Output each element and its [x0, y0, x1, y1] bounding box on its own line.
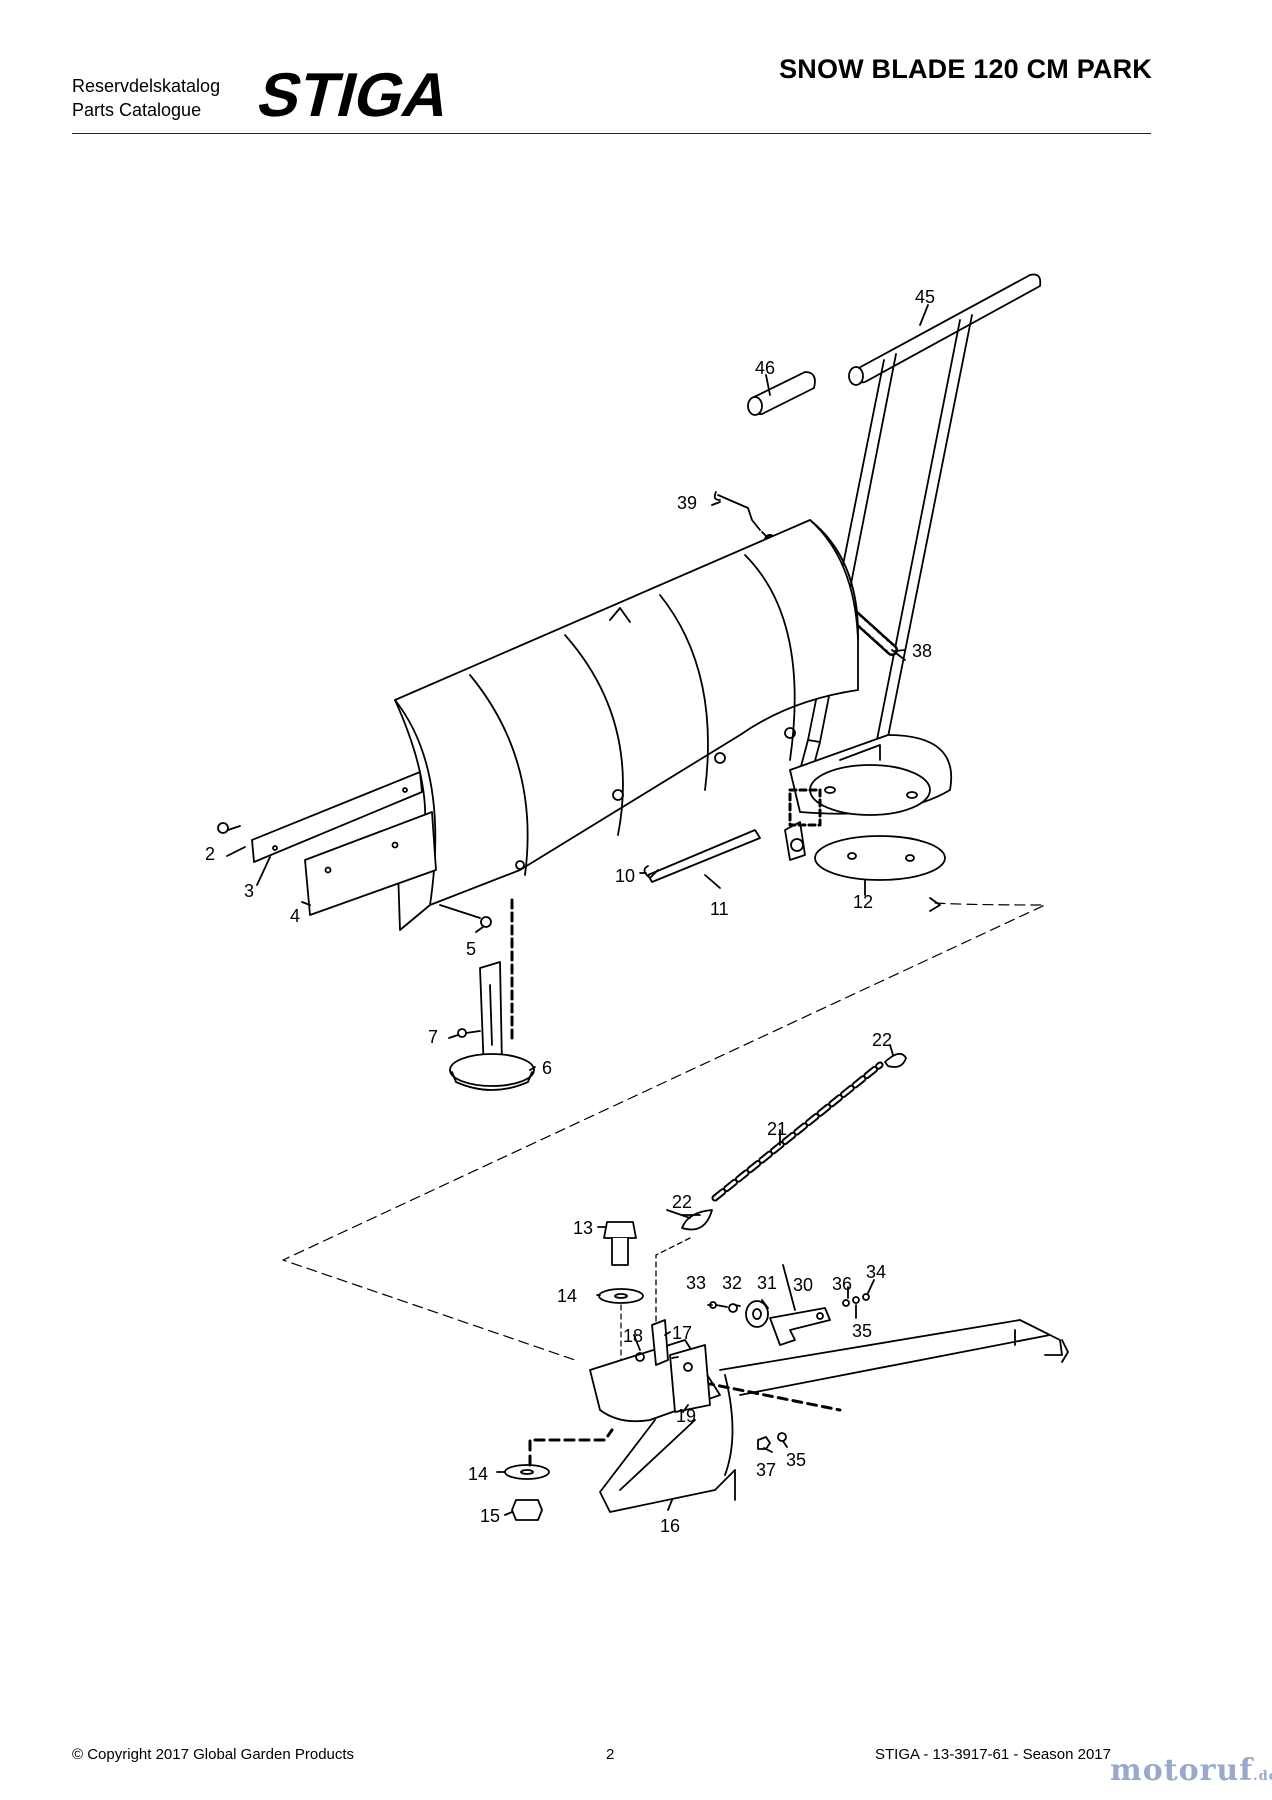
washer-32 — [728, 1303, 738, 1313]
snow-blade — [394, 519, 859, 931]
callout-22-top: 22 — [872, 1030, 892, 1050]
spacer-36 — [842, 1299, 850, 1307]
callout-19: 19 — [676, 1406, 696, 1426]
stiga-logo: STIGA — [254, 62, 458, 124]
callout-46: 46 — [755, 358, 775, 378]
pivot-rod — [647, 829, 761, 883]
callout-2: 2 — [205, 844, 215, 864]
washer-14-top — [598, 1288, 644, 1304]
chain-hook-bottom — [681, 1209, 713, 1231]
callout-4: 4 — [290, 906, 300, 926]
nut-5 — [439, 904, 492, 928]
callout-18: 18 — [623, 1326, 643, 1346]
nut-37 — [757, 1436, 771, 1450]
callout-14-top: 14 — [557, 1286, 577, 1306]
pivot-plate — [784, 734, 953, 881]
callout-10: 10 — [615, 866, 635, 886]
callout-15: 15 — [480, 1506, 500, 1526]
skid-shoe — [449, 961, 535, 1091]
lever-bracket-30 — [769, 1307, 831, 1346]
callout-13: 13 — [573, 1218, 593, 1238]
exploded-parts-diagram: 2 3 4 5 6 7 10 11 12 13 14 14 15 16 17 1… — [205, 273, 1069, 1536]
catalog-label-sv: Reservdelskatalog — [72, 76, 221, 96]
callout-31: 31 — [757, 1273, 777, 1293]
callout-12: 12 — [853, 892, 873, 912]
handle-grip — [747, 371, 816, 416]
callout-39: 39 — [677, 493, 697, 513]
footer-doc-ref: STIGA - 13-3917-61 - Season 2017 — [875, 1746, 1111, 1763]
roller-31 — [745, 1300, 769, 1328]
footer-copyright: © Copyright 2017 Global Garden Products — [72, 1746, 355, 1763]
callout-3: 3 — [244, 881, 254, 901]
header-divider — [72, 133, 1151, 134]
nut-15 — [511, 1499, 543, 1521]
callout-11: 11 — [710, 899, 729, 919]
bolt-13 — [603, 1221, 637, 1266]
catalog-label-en: Parts Catalogue — [72, 100, 202, 120]
callout-38: 38 — [912, 641, 932, 661]
callout-14-bottom: 14 — [468, 1464, 488, 1484]
catalog-label: Reservdelskatalog Parts Catalogue — [72, 74, 220, 122]
hair-pin-clip — [643, 865, 659, 879]
callout-35-lower: 35 — [786, 1450, 806, 1470]
footer-page-number: 2 — [606, 1746, 615, 1763]
callout-6: 6 — [542, 1058, 552, 1078]
handle-frame — [799, 273, 1042, 803]
watermark-suffix: .de — [1253, 1769, 1272, 1784]
bracket-17 — [651, 1319, 669, 1366]
callout-36: 36 — [832, 1274, 852, 1294]
chain — [711, 1061, 884, 1202]
page-title: SNOW BLADE 120 CM PARK — [779, 54, 1152, 84]
mount-plate-19 — [669, 1344, 711, 1413]
callout-33: 33 — [686, 1273, 706, 1293]
washer-35-lower — [777, 1432, 787, 1442]
spring-pin — [713, 491, 761, 531]
callout-32: 32 — [722, 1273, 742, 1293]
bolt-2 — [217, 822, 241, 834]
bolt-18 — [635, 1352, 645, 1362]
callout-35-upper: 35 — [852, 1321, 872, 1341]
callout-45: 45 — [915, 287, 935, 307]
callout-17: 17 — [672, 1323, 692, 1343]
chain-hook-top — [884, 1052, 907, 1068]
washer-35 — [852, 1296, 860, 1304]
washer-14-bottom — [504, 1464, 550, 1480]
callout-5: 5 — [466, 939, 476, 959]
callout-34: 34 — [866, 1262, 886, 1282]
callout-30: 30 — [793, 1275, 813, 1295]
wear-strip-4 — [304, 811, 437, 916]
callout-7: 7 — [428, 1027, 438, 1047]
stiga-logo-text: STIGA — [254, 62, 458, 124]
callout-21: 21 — [767, 1119, 787, 1139]
watermark-text: motoruf — [1110, 1753, 1254, 1788]
watermark-logo: motoruf.de — [1110, 1753, 1272, 1788]
callout-22-bottom: 22 — [672, 1192, 692, 1212]
callout-16: 16 — [660, 1516, 680, 1536]
bolt-34 — [862, 1293, 870, 1301]
bolt-7 — [457, 1028, 481, 1038]
wear-strip-3 — [251, 771, 423, 863]
callout-37: 37 — [756, 1460, 776, 1480]
